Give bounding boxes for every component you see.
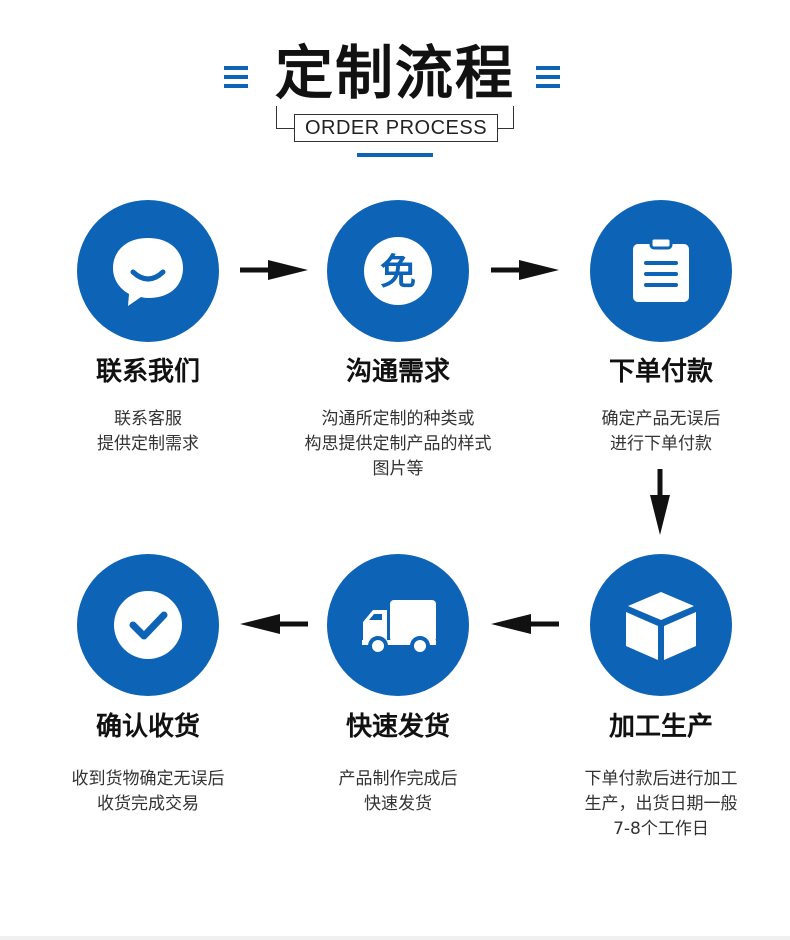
desc-line: 收货完成交易: [97, 794, 199, 814]
clipboard-icon: [633, 236, 689, 302]
title-block: 定制流程 ORDER PROCESS: [0, 0, 790, 170]
step-title-shipping: 快速发货: [345, 712, 450, 742]
step-desc-contact: 联系客服 提供定制需求: [28, 407, 268, 457]
arrow-left-icon: [240, 614, 308, 634]
page-subtitle: ORDER PROCESS: [294, 114, 498, 142]
title-bars-left-icon: [224, 66, 248, 93]
step-desc-communicate: 沟通所定制的种类或 构思提供定制产品的样式 图片等: [278, 407, 518, 482]
arrow-right-icon: [491, 260, 559, 280]
title-bars-right-icon: [536, 66, 560, 93]
arrow-left-icon: [491, 614, 559, 634]
chat-bubble-icon: [113, 238, 183, 306]
desc-line: 快速发货: [364, 794, 432, 814]
arrow-right-icon: [240, 260, 308, 280]
bottom-divider: [0, 936, 790, 940]
title-underline: [357, 153, 433, 157]
desc-line: 7-8个工作日: [613, 819, 709, 839]
desc-line: 图片等: [372, 459, 424, 479]
step-title-order: 下单付款: [608, 357, 713, 387]
step-desc-confirm: 收到货物确定无误后 收货完成交易: [28, 767, 268, 817]
arrow-down-icon: [650, 469, 670, 535]
truck-icon: [362, 600, 436, 656]
desc-line: 进行下单付款: [610, 434, 712, 454]
desc-line: 沟通所定制的种类或: [321, 409, 475, 429]
desc-line: 产品制作完成后: [338, 769, 458, 789]
step-circle-contact: [77, 200, 219, 342]
free-badge-icon: 免: [364, 237, 432, 305]
page-title: 定制流程: [274, 39, 515, 107]
step-circle-shipping: [327, 554, 469, 696]
step-circle-confirm: [77, 554, 219, 696]
check-circle-icon: [114, 591, 182, 659]
step-title-production: 加工生产: [608, 712, 713, 742]
step-circle-production: [590, 554, 732, 696]
step-title-confirm: 确认收货: [95, 712, 200, 742]
step-title-communicate: 沟通需求: [345, 357, 450, 387]
step-desc-shipping: 产品制作完成后 快速发货: [278, 767, 518, 817]
desc-line: 下单付款后进行加工: [584, 769, 738, 789]
step-desc-order: 确定产品无误后 进行下单付款: [541, 407, 781, 457]
step-desc-production: 下单付款后进行加工 生产，出货日期一般 7-8个工作日: [541, 767, 781, 842]
desc-line: 构思提供定制产品的样式: [304, 434, 492, 454]
free-badge-text: 免: [380, 252, 416, 293]
step-circle-order: [590, 200, 732, 342]
step-circle-communicate: 免: [327, 200, 469, 342]
desc-line: 确定产品无误后: [601, 409, 721, 429]
desc-line: 收到货物确定无误后: [71, 769, 225, 789]
box-icon: [626, 592, 696, 660]
desc-line: 提供定制需求: [97, 434, 199, 454]
desc-line: 生产，出货日期一般: [584, 794, 738, 814]
step-title-contact: 联系我们: [95, 357, 200, 387]
desc-line: 联系客服: [114, 409, 182, 429]
